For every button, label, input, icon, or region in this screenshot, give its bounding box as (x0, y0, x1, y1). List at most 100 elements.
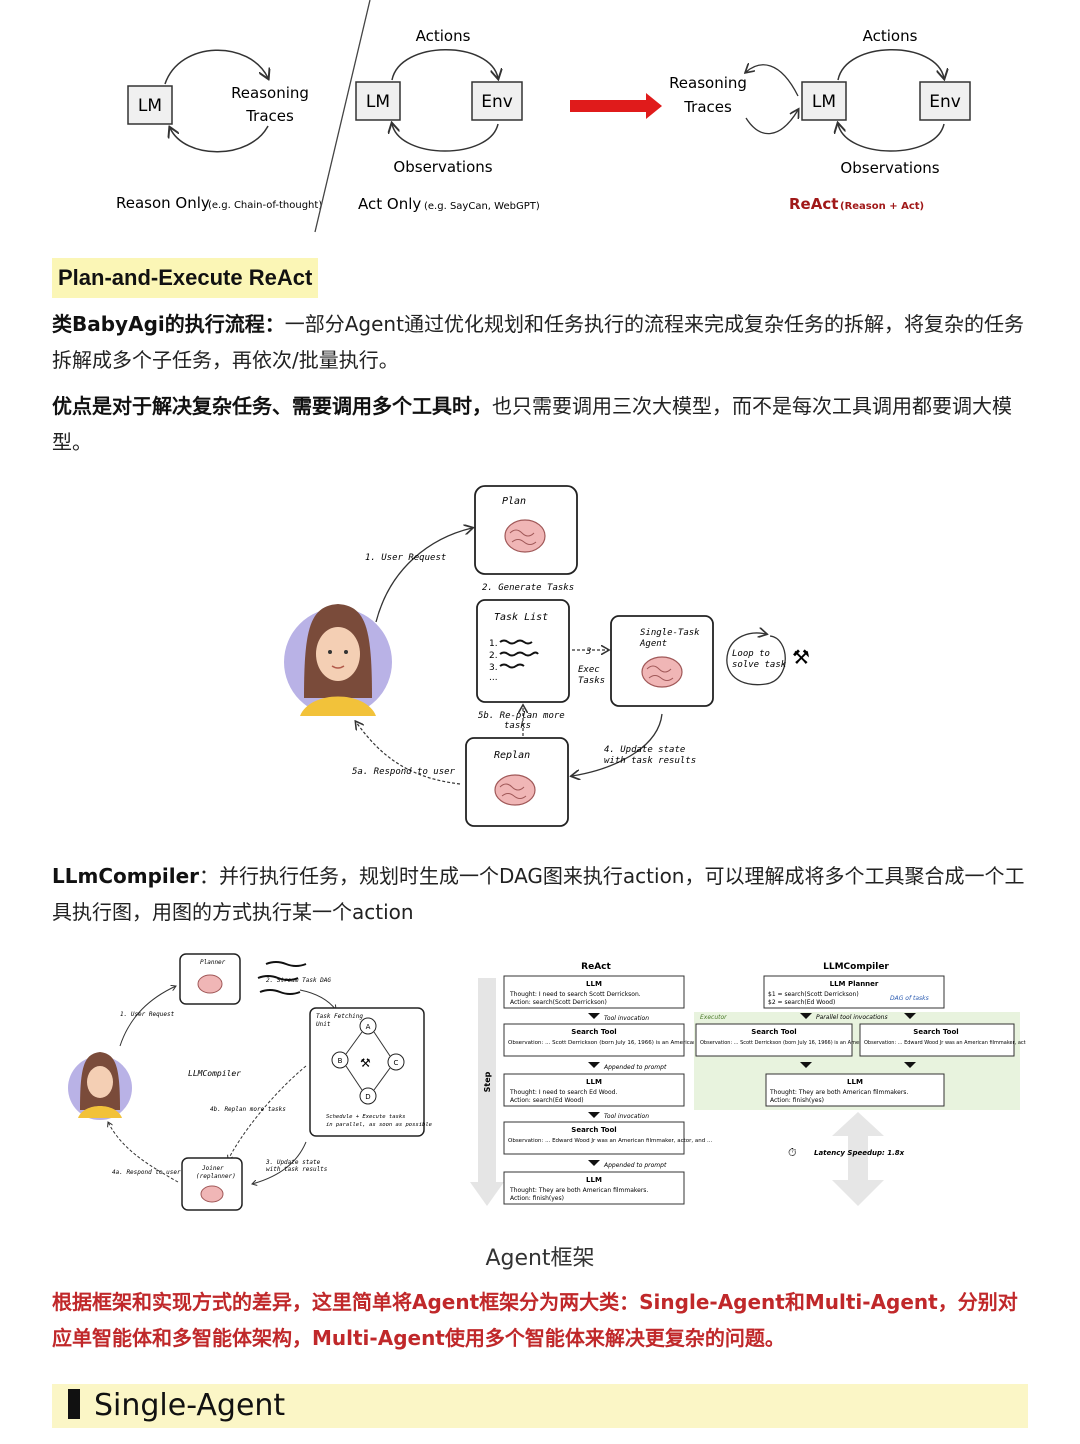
lm-box (127, 85, 173, 125)
reason-only-label: Reason Only (116, 194, 210, 212)
node-b-label: B (338, 1057, 343, 1065)
section-title-single-agent: Single-Agent (52, 1384, 1028, 1428)
replan-more-label-2: tasks (504, 721, 531, 731)
node-a-label: A (366, 1023, 371, 1031)
step3-label: 3 (585, 647, 591, 657)
lm-label: LM (138, 96, 162, 116)
paragraph-babyagi-bold: 类BabyAgi的执行流程： (52, 312, 285, 336)
task-fetching-box (309, 1007, 425, 1137)
react-search-box-2: Search Tool Observation: ... Edward Wood… (503, 1121, 713, 1155)
task-item-1: 1. (489, 639, 498, 649)
observation-1: Observation: ... Scott Derrickson (born … (508, 1040, 733, 1046)
single-task-label-1: Single-Task (640, 628, 700, 638)
react-sub-label: (Reason + Act) (840, 201, 924, 212)
reason-only-example: (e.g. Chain-of-thought) (208, 200, 322, 211)
task-item-3: 3. (489, 663, 498, 673)
section-title-plan-execute: Plan-and-Execute ReAct (52, 258, 319, 298)
llm-label-3: LLM (586, 1176, 602, 1184)
react-diagram: LM Reasoning Traces Reason Only (e.g. Ch… (116, 0, 971, 233)
brain-icon-4 (197, 974, 223, 994)
llmcompiler-column-title: LLMCompiler (823, 962, 889, 972)
node-a (359, 1017, 377, 1035)
compiler-llm-box: LLM Thought: They are both American film… (765, 1073, 945, 1107)
replan-label: Replan (494, 750, 530, 761)
search-tool-label-2: Search Tool (571, 1126, 616, 1134)
exec-tasks-label-1: Exec (578, 665, 600, 675)
llm-label-4: LLM (847, 1078, 863, 1086)
env-label-2: Env (929, 92, 961, 112)
loop-label-1: Loop to (732, 649, 770, 659)
generate-tasks-label: 2. Generate Tasks (482, 583, 574, 593)
joiner-label-2: (replanner) (196, 1173, 236, 1180)
compiler-search-box-2: Search Tool Observation: ... Edward Wood… (859, 1023, 1026, 1057)
node-c (387, 1053, 405, 1071)
single-task-label-2: Agent (639, 639, 667, 649)
plan-line-2: $2 = search(Ed Wood) (768, 999, 835, 1006)
action-3: Action: finish(yes) (510, 1195, 564, 1202)
thought-4: Thought: They are both American filmmake… (769, 1089, 908, 1096)
react-llm-box-1: LLM Thought: I need to search Scott Derr… (503, 975, 685, 1009)
plan-execute-diagram: Plan 1. User Request 2. Generate Tasks T… (284, 485, 810, 827)
tool-invocation-2: Tool invocation (604, 1113, 649, 1120)
search-tool-label-1: Search Tool (571, 1028, 616, 1036)
task-fetching-label-1: Task Fetching (316, 1013, 363, 1020)
step-label: Step (483, 1071, 492, 1092)
parallel-label: Parallel tool invocations (816, 1014, 888, 1021)
search-tool-label-3: Search Tool (751, 1028, 796, 1036)
user-avatar-2 (68, 1052, 132, 1120)
paragraph-advantage: 优点是对于解决复杂任务、需要调用多个工具时，也只需要调用三次大模型，而不是每次工… (52, 388, 1032, 460)
llm-label-2: LLM (586, 1078, 602, 1086)
task-list-box (476, 599, 570, 703)
joiner-label-1: Joiner (201, 1165, 224, 1172)
plan-label: Plan (502, 496, 526, 507)
node-b (331, 1051, 349, 1069)
divider-line (314, 0, 371, 233)
observation-3: Observation: ... Scott Derrickson (born … (700, 1040, 905, 1046)
latency-arrow (832, 1112, 884, 1206)
replan-more-label-1: 5b. Re-plan more (478, 711, 565, 721)
tool-invocation-1: Tool invocation (604, 1015, 649, 1022)
task-list-label: Task List (494, 612, 548, 623)
reasoning-label-1: Reasoning (231, 84, 309, 102)
actions-label-2: Actions (863, 27, 918, 45)
thought-2: Thought: I need to search Ed Wood. (509, 1089, 617, 1096)
schedule-label-1: Schedule + Execute tasks (326, 1114, 405, 1120)
llm-label-1: LLM (586, 980, 602, 988)
observations-label: Observations (393, 158, 492, 176)
task-fetching-label-2: Unit (316, 1021, 331, 1028)
heading-bar (68, 1389, 80, 1419)
action-1: Action: search(Scott Derrickson) (510, 999, 607, 1006)
react-llm-box-3: LLM Thought: They are both American film… (503, 1171, 685, 1205)
react-search-box-1: Search Tool Observation: ... Scott Derri… (503, 1023, 733, 1057)
react-llm-box-2: LLM Thought: I need to search Ed Wood. A… (503, 1073, 685, 1107)
user-request-label: 1. User Request (365, 553, 446, 563)
joiner-box (181, 1157, 243, 1211)
brain-icon-2 (641, 656, 683, 688)
plan-line-1: $1 = search(Scott Derrickson) (768, 991, 859, 998)
node-d (359, 1087, 377, 1105)
llm-planner-label: LLM Planner (830, 980, 879, 988)
llmcompiler-label: LLMCompiler (188, 1069, 241, 1078)
stopwatch-icon: ⏱ (788, 1146, 797, 1159)
llmcompiler-diagram: Planner 1. User Request 2. Stream Task D… (68, 953, 433, 1211)
tools-icon: ⚒ (792, 645, 810, 669)
paragraph-llmcompiler: LLmCompiler：并行执行任务，规划时生成一个DAG图来执行action，… (52, 858, 1032, 930)
user-avatar (284, 604, 392, 716)
red-arrow-icon (570, 93, 662, 119)
env-box-2 (919, 81, 971, 121)
planner-label: Planner (200, 959, 226, 966)
stream-dag-label: 2. Stream Task DAG (266, 977, 331, 984)
observations-label-2: Observations (840, 159, 939, 177)
reasoning-label-2: Traces (245, 107, 294, 125)
env-box (471, 81, 523, 121)
brain-icon-3 (494, 774, 536, 806)
schedule-label-2: in parallel, as soon as possible (326, 1122, 433, 1128)
observation-2: Observation: ... Edward Wood Jr was an A… (508, 1138, 713, 1144)
actions-label: Actions (416, 27, 471, 45)
thought-3: Thought: They are both American filmmake… (509, 1187, 648, 1194)
latency-label: Latency Speedup: 1.8x (814, 1149, 905, 1157)
appended-label-2: Appended to prompt (603, 1162, 667, 1169)
react-column-title: ReAct (581, 962, 611, 972)
thought-1: Thought: I need to search Scott Derricks… (509, 991, 641, 998)
lm-box-2 (355, 81, 401, 121)
